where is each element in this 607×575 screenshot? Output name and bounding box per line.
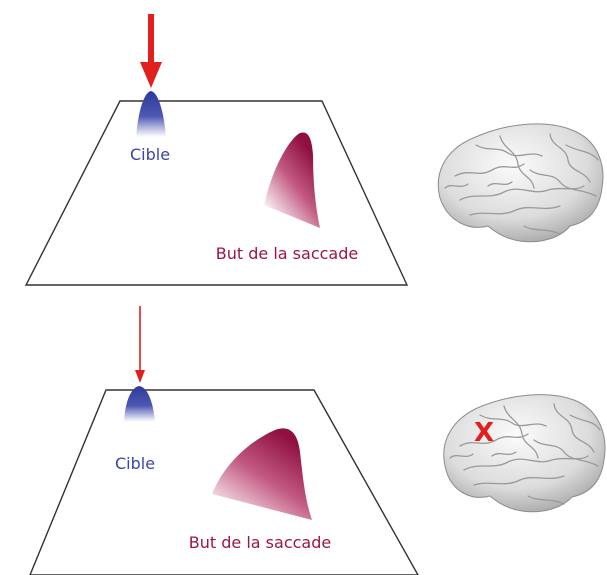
panel-top: Cible But de la saccade (24, 14, 604, 286)
panel-bottom: Cible But de la saccade X (29, 306, 606, 575)
saccade-goal-peak (264, 132, 320, 228)
saccade-goal-label: But de la saccade (216, 244, 358, 263)
brain-image: X (443, 394, 606, 513)
target-peak (136, 91, 166, 137)
brain-image (437, 123, 604, 243)
lesion-marker: X (474, 418, 494, 448)
target-peak (124, 386, 155, 422)
stimulus-arrow-thick (140, 14, 162, 88)
stimulus-arrow-thin (135, 306, 145, 383)
saccade-goal-label: But de la saccade (189, 533, 331, 552)
target-label: Cible (130, 145, 170, 164)
saccade-goal-peak (212, 428, 312, 520)
saccade-map-plane (29, 389, 419, 575)
target-label: Cible (115, 454, 155, 473)
saccade-map-plane (24, 100, 409, 286)
